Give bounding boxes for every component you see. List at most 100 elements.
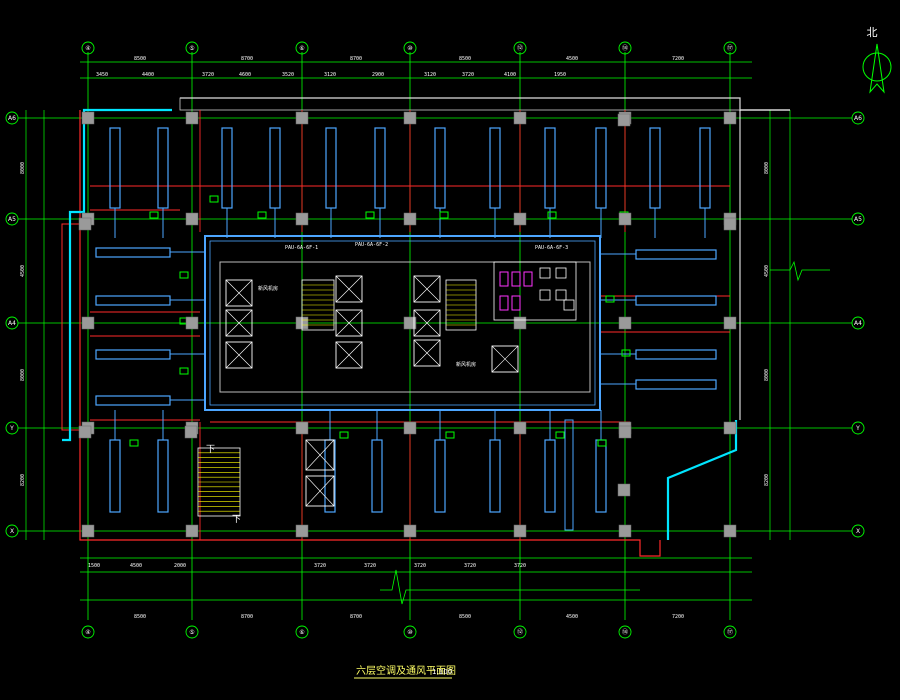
diffuser-5 bbox=[547, 211, 557, 219]
diffuser-11 bbox=[339, 431, 349, 439]
axis-bubble-h-2-0 bbox=[5, 316, 19, 330]
dim-top-overall-5: 7200 bbox=[672, 56, 684, 62]
column-5 bbox=[185, 111, 199, 125]
axis-bubble-label-v-3-0: ⑩ bbox=[407, 45, 412, 52]
column-36 bbox=[617, 113, 631, 127]
dim-right-3: 8200 bbox=[764, 474, 770, 486]
elevator-car-9 bbox=[491, 345, 519, 373]
sink-1 bbox=[555, 267, 567, 279]
toilet-room bbox=[493, 261, 577, 321]
fcu-top-8 bbox=[544, 127, 556, 209]
axis-bubble-v-1-0 bbox=[185, 41, 199, 55]
fcu-top-10 bbox=[649, 127, 661, 209]
axis-bubble-h-4-1 bbox=[851, 524, 865, 538]
outer-wall-left-notch bbox=[61, 110, 81, 431]
axis-bubble-v-3-1 bbox=[403, 625, 417, 639]
axis-bubble-v-1-1 bbox=[185, 625, 199, 639]
column-13 bbox=[295, 421, 309, 435]
diffuser-7 bbox=[179, 271, 189, 279]
drawing-title-block: 六层空调及通风平面图 1:100 bbox=[354, 664, 456, 679]
dim-left-1: 4500 bbox=[20, 265, 26, 277]
toilet-fixture-0 bbox=[499, 271, 509, 287]
diffuser-0 bbox=[149, 211, 159, 219]
column-37 bbox=[723, 217, 737, 231]
fcu-top-3 bbox=[269, 127, 281, 209]
dim-bottom-sub-3: 3720 bbox=[314, 563, 326, 569]
break-line-bottom bbox=[380, 569, 640, 605]
toilet-fixture-4 bbox=[511, 295, 521, 311]
elevator-car-0 bbox=[225, 279, 253, 307]
axis-bubble-label-v-4-1: ⑫ bbox=[517, 628, 523, 636]
dim-top-overall-4: 4500 bbox=[566, 56, 578, 62]
dim-top-sub-4: 3520 bbox=[282, 72, 294, 78]
axis-bubble-v-5-0 bbox=[618, 41, 632, 55]
axis-bubble-v-6-0 bbox=[723, 41, 737, 55]
sink-3 bbox=[555, 289, 567, 301]
elevator-x2-0 bbox=[225, 279, 253, 307]
outer-wall-left-bottom bbox=[79, 110, 661, 557]
axis-bubble-label-v-6-0: ⑰ bbox=[727, 44, 733, 52]
dim-bottom-overall-3: 8500 bbox=[459, 614, 471, 620]
south-elevator-0 bbox=[305, 439, 335, 471]
fcu-top-7 bbox=[489, 127, 501, 209]
dim-bottom-sub-2: 2000 bbox=[174, 563, 186, 569]
axis-bubble-label-v-6-1: ⑰ bbox=[727, 628, 733, 636]
dim-left-3: 8200 bbox=[20, 474, 26, 486]
column-16 bbox=[403, 212, 417, 226]
dim-bottom-sub-5: 3720 bbox=[414, 563, 426, 569]
axis-bubble-v-0-0 bbox=[81, 41, 95, 55]
diffuser-3 bbox=[365, 211, 375, 219]
column-10 bbox=[295, 111, 309, 125]
axis-bubble-v-2-0 bbox=[295, 41, 309, 55]
fcu-right-0 bbox=[635, 249, 717, 260]
column-30 bbox=[723, 111, 737, 125]
elevator-x2-9 bbox=[491, 345, 519, 373]
dim-bottom-overall-0: 8500 bbox=[134, 614, 146, 620]
toilet-fixture-1 bbox=[511, 271, 521, 287]
dim-right-1: 4500 bbox=[764, 265, 770, 277]
structural-columns bbox=[78, 111, 737, 538]
dim-top-sub-5: 3120 bbox=[324, 72, 336, 78]
axis-bubble-h-4-0 bbox=[5, 524, 19, 538]
column-9 bbox=[185, 524, 199, 538]
elevator-car-1 bbox=[225, 309, 253, 337]
column-27 bbox=[618, 316, 632, 330]
sink-2 bbox=[539, 289, 551, 301]
elevator-car-5 bbox=[335, 341, 363, 369]
fcu-bottom-4 bbox=[434, 439, 446, 513]
dim-top-overall-0: 8500 bbox=[134, 56, 146, 62]
diffuser-10 bbox=[129, 439, 139, 447]
axis-bubble-label-v-1-0: ⑤ bbox=[189, 45, 194, 52]
axis-bubble-label-v-4-0: ⑫ bbox=[517, 44, 523, 52]
elevator-x2-5 bbox=[335, 341, 363, 369]
fcu-bottom-0 bbox=[109, 439, 121, 513]
elevator-car-4 bbox=[335, 309, 363, 337]
room-label-fresh-air-2: 新风机房 bbox=[456, 361, 476, 368]
axis-bubble-label-h-3-0: Y bbox=[9, 425, 14, 432]
corridor-duct-loop bbox=[204, 235, 601, 411]
column-4 bbox=[81, 524, 95, 538]
north-arrow-needle bbox=[869, 43, 885, 94]
dim-bottom-sub-7: 3720 bbox=[514, 563, 526, 569]
axis-bubble-v-4-1 bbox=[513, 625, 527, 639]
diffuser-12 bbox=[445, 431, 455, 439]
column-35 bbox=[617, 483, 631, 497]
fcu-top-9 bbox=[595, 127, 607, 209]
fcu-top-1 bbox=[157, 127, 169, 209]
axis-bubble-h-1-0 bbox=[5, 212, 19, 226]
dim-bottom-overall-4: 4500 bbox=[566, 614, 578, 620]
axis-bubble-v-5-1 bbox=[618, 625, 632, 639]
axis-bubble-v-2-1 bbox=[295, 625, 309, 639]
column-19 bbox=[403, 524, 417, 538]
axis-bubble-label-v-5-0: ⑭ bbox=[622, 44, 628, 52]
building-core bbox=[197, 260, 830, 605]
column-6 bbox=[185, 212, 199, 226]
dim-bottom-sub-1: 4500 bbox=[130, 563, 142, 569]
axis-bubble-label-h-2-1: A4 bbox=[854, 320, 862, 327]
column-11 bbox=[295, 212, 309, 226]
fcu-bottom-3 bbox=[371, 439, 383, 513]
axis-bubble-h-0-0 bbox=[5, 111, 19, 125]
fcu-bottom-7 bbox=[595, 439, 607, 513]
